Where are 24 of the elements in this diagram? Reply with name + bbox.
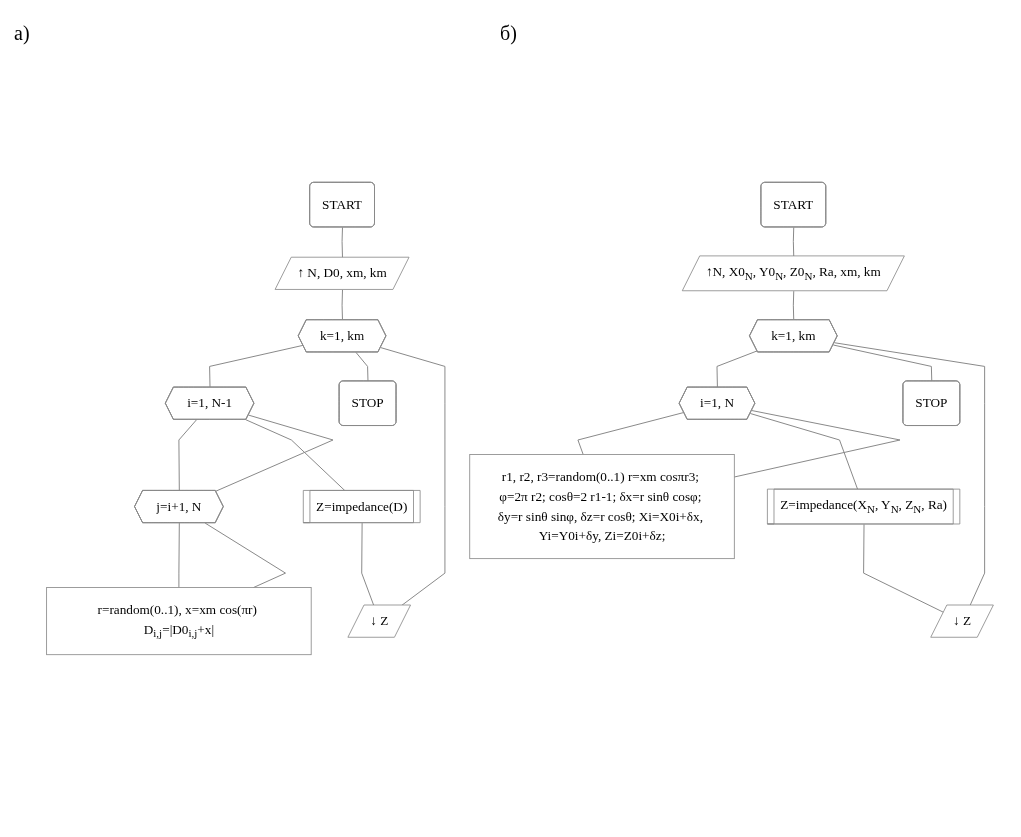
node-box: r1, r2, r3=random(0..1) r=xm cosπr3; φ=2π r2; cosθ=2 r1-1; δx=r sinθ cosφ; δy=r sinθ sinφ, δz=r cosθ; Xi=X0i+δx, Yi=Y0i+δy, Zi=Z0i+δz; xyxy=(469,454,735,560)
connector xyxy=(577,411,685,455)
connector xyxy=(245,419,346,492)
connector xyxy=(209,344,304,388)
connector xyxy=(833,342,986,606)
connector xyxy=(832,344,933,382)
connector xyxy=(792,226,795,257)
connector xyxy=(215,414,334,492)
node-box: r=random(0..1), x=xm cos(πr) D$_{i,j}$=|D0$_{i,j}$+x| xyxy=(46,587,312,656)
panel-label: а) xyxy=(14,22,30,45)
connector xyxy=(749,413,859,491)
connector xyxy=(863,523,945,613)
connector xyxy=(792,290,795,321)
panel-label: б) xyxy=(500,22,517,45)
connector xyxy=(341,226,343,259)
connector xyxy=(380,347,446,606)
connector xyxy=(178,522,180,589)
connector xyxy=(361,522,375,606)
connector xyxy=(733,410,901,478)
connector xyxy=(341,289,343,321)
connector xyxy=(178,419,198,492)
connector xyxy=(355,351,369,382)
connector xyxy=(716,350,758,388)
connector xyxy=(204,522,286,589)
